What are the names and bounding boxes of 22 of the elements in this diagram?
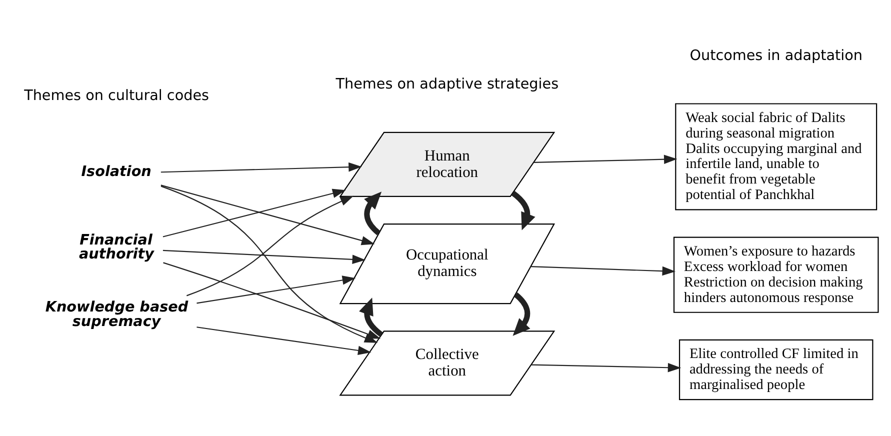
arrow <box>196 276 356 304</box>
label: Themes on cultural codes <box>24 88 210 104</box>
arrow <box>530 266 676 276</box>
arrow <box>534 154 678 164</box>
arrow <box>196 326 372 356</box>
arrow <box>163 262 381 339</box>
arrow <box>162 188 346 238</box>
arrow <box>160 184 375 246</box>
arrow <box>162 250 366 264</box>
arrow <box>364 192 382 236</box>
label: Outcomes in adaptation <box>690 48 863 64</box>
label: Themes on adaptive strategies <box>336 76 559 93</box>
node-box: Weak social fabric of Dalits during seasonal migration Dalits occupying marginal and infertile land, unable to benefit from vegetable potential of Panchkhal <box>675 103 878 210</box>
arrow <box>160 162 362 173</box>
node-text: Financial authority <box>79 232 154 263</box>
node-box: Women’s exposure to hazards Excess workload for women Restriction on decision making hinders autonomous response <box>673 236 879 313</box>
node-text: Isolation <box>81 164 152 180</box>
node-text: Knowledge based supremacy <box>45 300 188 330</box>
arrow <box>186 196 354 296</box>
arrow <box>359 298 383 337</box>
arrow <box>531 362 682 372</box>
node-box: Elite controlled CF limited in addressing the needs of marginalised people <box>678 339 874 400</box>
